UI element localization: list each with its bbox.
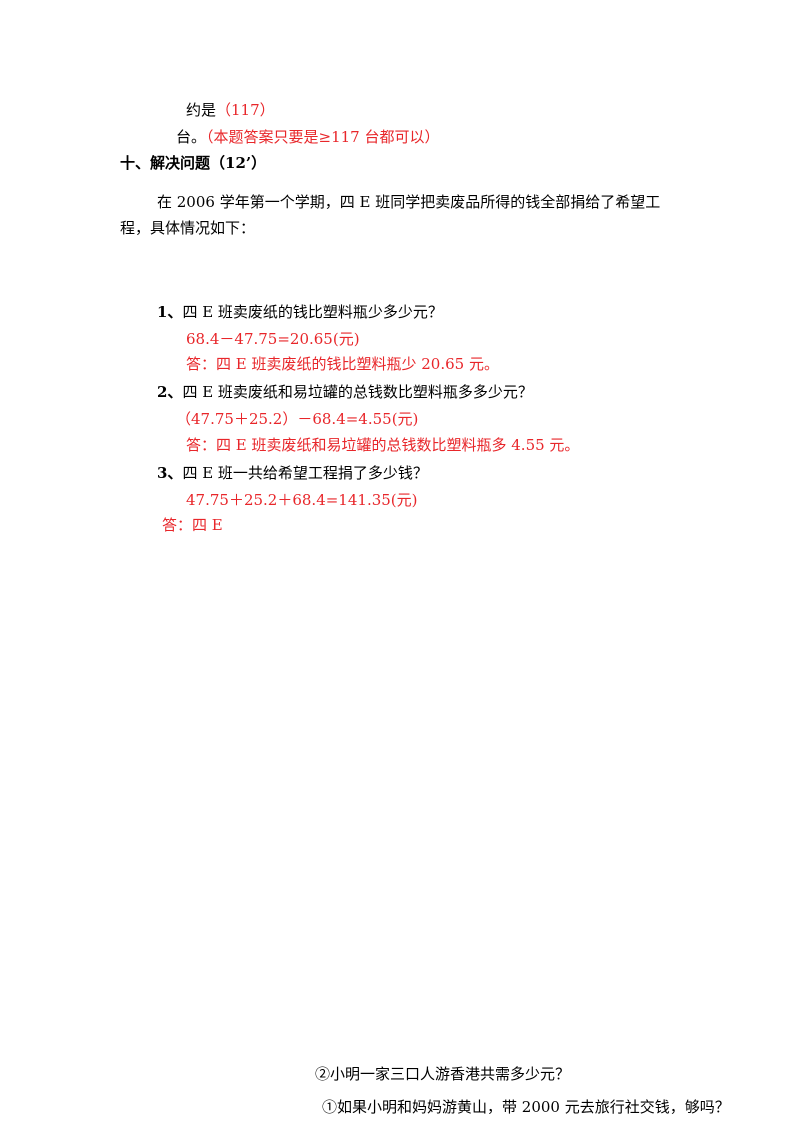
- answer-3: 答：四 E: [162, 516, 223, 534]
- calc-1: 68.4－47.75=20.65(元): [186, 330, 360, 348]
- answer-note: （本题答案只要是≥117 台都可以）: [206, 128, 440, 146]
- calc-3: 47.75＋25.2＋68.4=141.35(元): [186, 491, 418, 509]
- section-heading: 十、解决问题（12’）: [120, 154, 267, 172]
- bottom-question-2: ②小明一家三口人游香港共需多少元？: [315, 1065, 571, 1083]
- estimate-line: 约是（117）: [186, 100, 275, 120]
- question-number: 1、: [157, 303, 183, 321]
- question-number: 2、: [157, 383, 183, 401]
- intro-line-1: 在 2006 学年第一个学期，四 E 班同学把卖废品所得的钱全部捐给了希望工: [157, 193, 661, 211]
- estimate-prefix: 约是: [186, 101, 217, 119]
- bottom-question-1: ①如果小明和妈妈游黄山，带 2000 元去旅行社交钱，够吗？: [322, 1098, 730, 1116]
- estimate-answer: （117）: [216, 101, 275, 119]
- question-3: 3、四 E 班一共给希望工程捐了多少钱？: [157, 463, 428, 483]
- answer-1: 答：四 E 班卖废纸的钱比塑料瓶少 20.65 元。: [186, 355, 499, 373]
- question-text: 四 E 班卖废纸的钱比塑料瓶少多少元？: [182, 303, 443, 321]
- question-2: 2、四 E 班卖废纸和易垃罐的总钱数比塑料瓶多多少元？: [157, 382, 533, 402]
- question-text: 四 E 班一共给希望工程捐了多少钱？: [182, 464, 428, 482]
- question-number: 3、: [157, 464, 183, 482]
- unit-line: 台。（本题答案只要是≥117 台都可以）: [176, 127, 439, 147]
- unit-prefix: 台。: [176, 128, 207, 146]
- intro-line-2: 程，具体情况如下：: [120, 219, 256, 237]
- question-text: 四 E 班卖废纸和易垃罐的总钱数比塑料瓶多多少元？: [182, 383, 533, 401]
- calc-2: （47.75＋25.2）－68.4=4.55(元): [176, 410, 419, 428]
- question-1: 1、四 E 班卖废纸的钱比塑料瓶少多少元？: [157, 302, 443, 322]
- answer-2: 答：四 E 班卖废纸和易垃罐的总钱数比塑料瓶多 4.55 元。: [186, 436, 580, 454]
